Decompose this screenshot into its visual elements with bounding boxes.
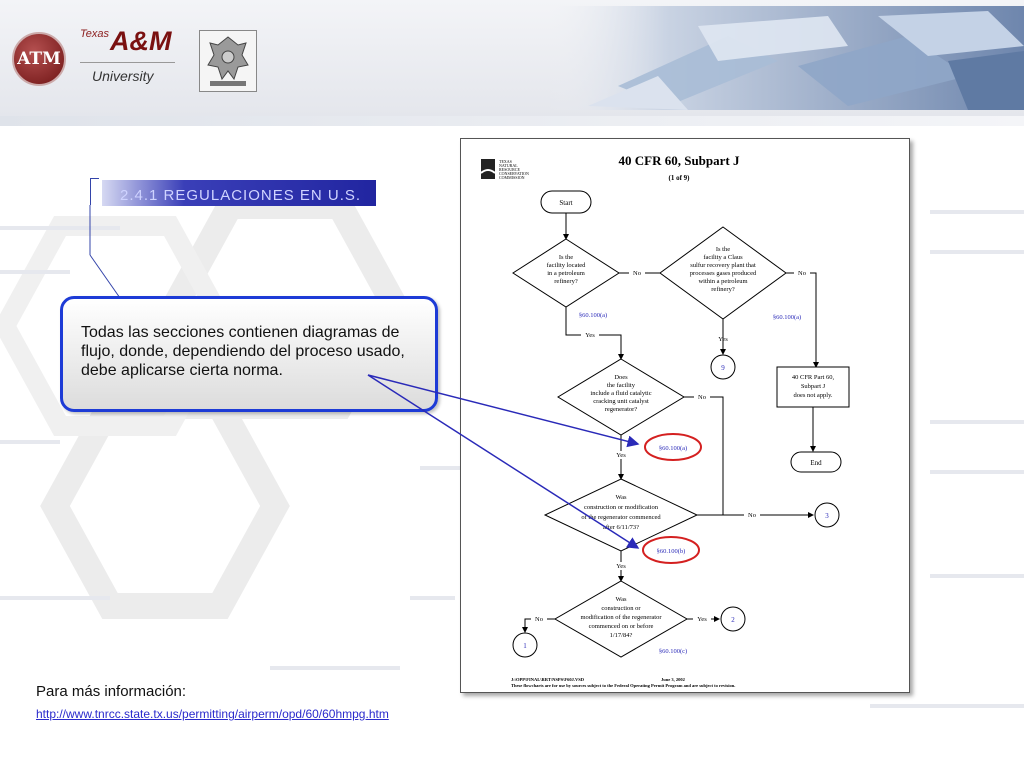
ref-60-100-a-1: §60.100(a): [579, 312, 607, 319]
svg-text:Does: Does: [614, 374, 628, 381]
title-bracket: [90, 178, 99, 205]
connector-3: [814, 502, 840, 528]
svg-text:Is the: Is the: [559, 254, 573, 261]
connector-2: [720, 606, 746, 632]
footer-date: June 3, 2002: [661, 677, 686, 682]
svg-text:Was: Was: [615, 596, 626, 603]
more-info-link[interactable]: http://www.tnrcc.state.tx.us/permitting/…: [36, 707, 389, 721]
logo-texas: Texas: [80, 28, 109, 40]
svg-text:modification of the regenerato: modification of the regenerator: [580, 614, 662, 621]
tnrcc-logo: TEXAS NATURAL RESOURCE CONSERVATION COMM…: [480, 159, 529, 180]
highlight-circle-b: [642, 536, 700, 564]
svg-text:3: 3: [825, 512, 829, 520]
svg-text:in a petroleum: in a petroleum: [547, 270, 585, 277]
svg-text:commenced on or before: commenced on or before: [589, 623, 654, 630]
ref-60-100-a-3: §60.100(a): [659, 445, 687, 452]
connector-1: [512, 632, 538, 658]
svg-text:Yes: Yes: [616, 452, 626, 459]
svg-text:No: No: [748, 512, 756, 519]
logo-divider: [80, 62, 175, 63]
ref-60-100-a-2: §60.100(a): [773, 314, 801, 321]
slide-title: 2.4.1 REGULACIONES EN U.S.: [120, 187, 362, 204]
svg-text:facility a Claus: facility a Claus: [703, 254, 743, 261]
svg-text:Yes: Yes: [616, 563, 626, 570]
svg-text:Was: Was: [615, 494, 626, 501]
svg-text:1: 1: [523, 642, 527, 650]
svg-text:COMMISSION: COMMISSION: [499, 175, 525, 180]
svg-text:CONSERVATION: CONSERVATION: [499, 171, 529, 176]
svg-text:of the regenerator commenced: of the regenerator commenced: [581, 514, 661, 521]
svg-text:TEXAS: TEXAS: [499, 159, 512, 164]
svg-text:cracking unit catalyst: cracking unit catalyst: [593, 398, 649, 405]
decision-commenced-before-1984: [553, 580, 689, 658]
more-info-label: Para más información:: [36, 683, 187, 700]
footer-path: J:\OPP\FINAL\RRT\NSPS\F60J.VSD: [511, 677, 585, 682]
footer-note: These flowcharts are for use by sources …: [511, 683, 735, 688]
svg-text:the facility: the facility: [607, 382, 636, 389]
university-seal-image: [199, 30, 257, 92]
svg-text:40 CFR Part 60,: 40 CFR Part 60,: [792, 374, 835, 381]
svg-text:No: No: [698, 394, 706, 401]
logo-university: University: [92, 68, 154, 84]
svg-text:Yes: Yes: [718, 336, 728, 343]
svg-text:No: No: [633, 270, 641, 277]
svg-text:End: End: [810, 459, 822, 467]
flowchart-title: 40 CFR 60, Subpart J: [619, 153, 740, 168]
svg-text:2: 2: [731, 616, 735, 624]
svg-text:does not apply.: does not apply.: [793, 392, 832, 399]
svg-text:construction or: construction or: [601, 605, 641, 612]
svg-text:construction or modification: construction or modification: [584, 504, 659, 511]
svg-text:processes gases produced: processes gases produced: [690, 270, 757, 277]
svg-text:Yes: Yes: [585, 332, 595, 339]
svg-text:Subpart J: Subpart J: [801, 383, 826, 390]
svg-text:NATURAL: NATURAL: [499, 163, 518, 168]
flowchart-page: TEXAS NATURAL RESOURCE CONSERVATION COMM…: [460, 138, 910, 693]
ref-60-100-c: §60.100(c): [659, 648, 687, 655]
svg-text:sulfur recovery plant that: sulfur recovery plant that: [690, 262, 756, 269]
logo-am: A&M: [110, 26, 172, 56]
atm-logo: ATM: [12, 32, 66, 86]
flowchart-subtitle: (1 of 9): [669, 174, 691, 182]
tamu-wordmark: Texas A&M University: [80, 26, 180, 88]
svg-text:No: No: [798, 270, 806, 277]
svg-text:refinery?: refinery?: [554, 278, 578, 285]
svg-text:Start: Start: [559, 199, 572, 207]
svg-text:9: 9: [721, 364, 725, 372]
decision-fccu-regenerator: [557, 358, 685, 436]
svg-text:1/17/84?: 1/17/84?: [610, 632, 633, 639]
svg-text:No: No: [535, 616, 543, 623]
highlight-circle-a: [644, 433, 702, 461]
slide-header: ATM Texas A&M University: [0, 0, 1024, 120]
svg-text:facility located: facility located: [547, 262, 587, 269]
svg-text:Is the: Is the: [716, 246, 730, 253]
svg-text:after 6/11/73?: after 6/11/73?: [603, 524, 639, 531]
svg-text:within a petroleum: within a petroleum: [698, 278, 747, 285]
callout-box: Todas las secciones contienen diagramas …: [60, 296, 438, 412]
svg-text:include a fluid catalytic: include a fluid catalytic: [590, 390, 651, 397]
callout-text: Todas las secciones contienen diagramas …: [81, 324, 405, 379]
header-strip: [0, 116, 1024, 126]
svg-text:Yes: Yes: [697, 616, 707, 623]
title-bar: [102, 180, 376, 206]
end-terminal: [790, 451, 842, 473]
svg-text:regenerator?: regenerator?: [605, 406, 638, 413]
flowchart: TEXAS NATURAL RESOURCE CONSERVATION COMM…: [480, 153, 850, 688]
ref-60-100-b: §60.100(b): [657, 548, 686, 555]
connector-9: [710, 354, 736, 380]
header-crystal-image: [548, 6, 1024, 110]
svg-text:refinery?: refinery?: [711, 286, 735, 293]
svg-text:RESOURCE: RESOURCE: [499, 167, 520, 172]
